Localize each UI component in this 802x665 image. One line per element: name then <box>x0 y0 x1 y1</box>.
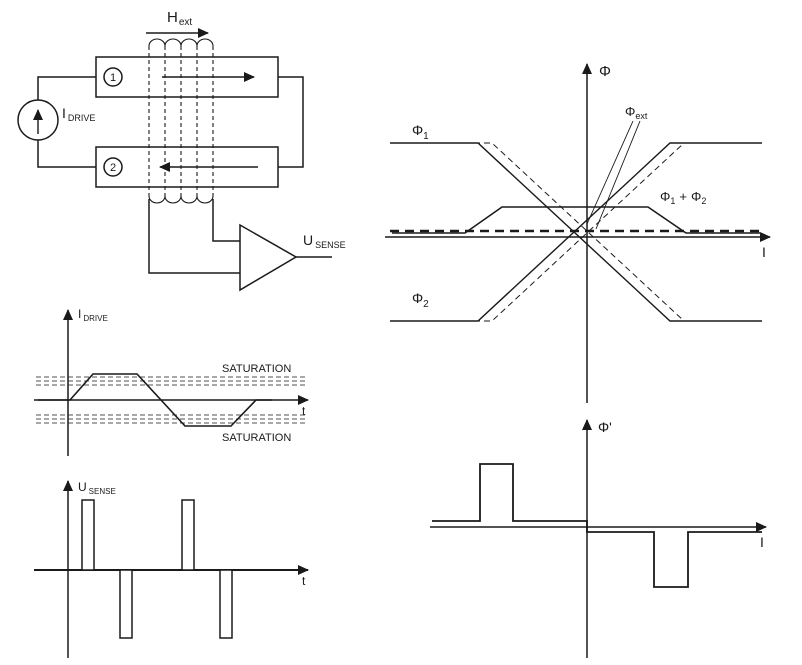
phi-sum-label: Φ1+Φ2 <box>660 189 706 206</box>
saturation-band-upper <box>36 376 308 386</box>
coil-bottom-loops <box>148 195 214 204</box>
flux-plot-x-label: I <box>762 244 766 260</box>
phi-sum-curve <box>392 206 760 234</box>
core-2-number: 2 <box>110 162 116 174</box>
derivative-plot: Φ' I <box>430 419 767 658</box>
core-2-number-circle <box>103 157 123 177</box>
wire-source-to-core1 <box>37 76 96 100</box>
sense-plot-x-label: t <box>302 574 306 588</box>
derivative-plot-y-label: Φ' <box>598 419 612 435</box>
phi-ext-pointer-line-1 <box>586 120 634 225</box>
phi2-label: Φ2 <box>412 290 429 310</box>
core-1-number: 1 <box>110 72 116 84</box>
sense-pulse-down-2 <box>219 569 233 639</box>
sense-tap-left <box>148 199 240 274</box>
phi-ext-label: Φext <box>625 104 648 121</box>
drive-plot-x-label: t <box>302 404 306 418</box>
wire-source-to-core2 <box>37 140 96 168</box>
saturation-label-upper: SATURATION <box>222 363 291 375</box>
drive-current-waveform <box>38 373 272 427</box>
sense-pulse-up-2 <box>181 499 195 571</box>
sense-pulse-down-1 <box>119 569 133 639</box>
flux-plot-y-label: Φ <box>599 63 611 80</box>
wire-core1-to-core2 <box>278 76 304 168</box>
saturation-band-lower <box>36 414 308 424</box>
sense-amplifier <box>239 223 298 292</box>
core-1-number-circle <box>103 67 123 87</box>
derivative-plot-x-label: I <box>760 534 764 550</box>
sense-tap-right <box>212 199 240 242</box>
phi-ext-pointer-line-2 <box>595 120 641 230</box>
sense-pulse-up-1 <box>81 499 95 571</box>
saturation-label-lower: SATURATION <box>222 432 291 444</box>
flux-derivative-waveform <box>432 463 762 588</box>
flux-plot: Φ I Φ1 Φ2 Φext Φ1+Φ2 <box>385 63 771 403</box>
h-ext-label: Hext <box>167 9 192 28</box>
coil-top-loops <box>148 38 214 47</box>
phi2-curve <box>390 142 762 322</box>
phi1-label: Φ1 <box>412 122 429 142</box>
